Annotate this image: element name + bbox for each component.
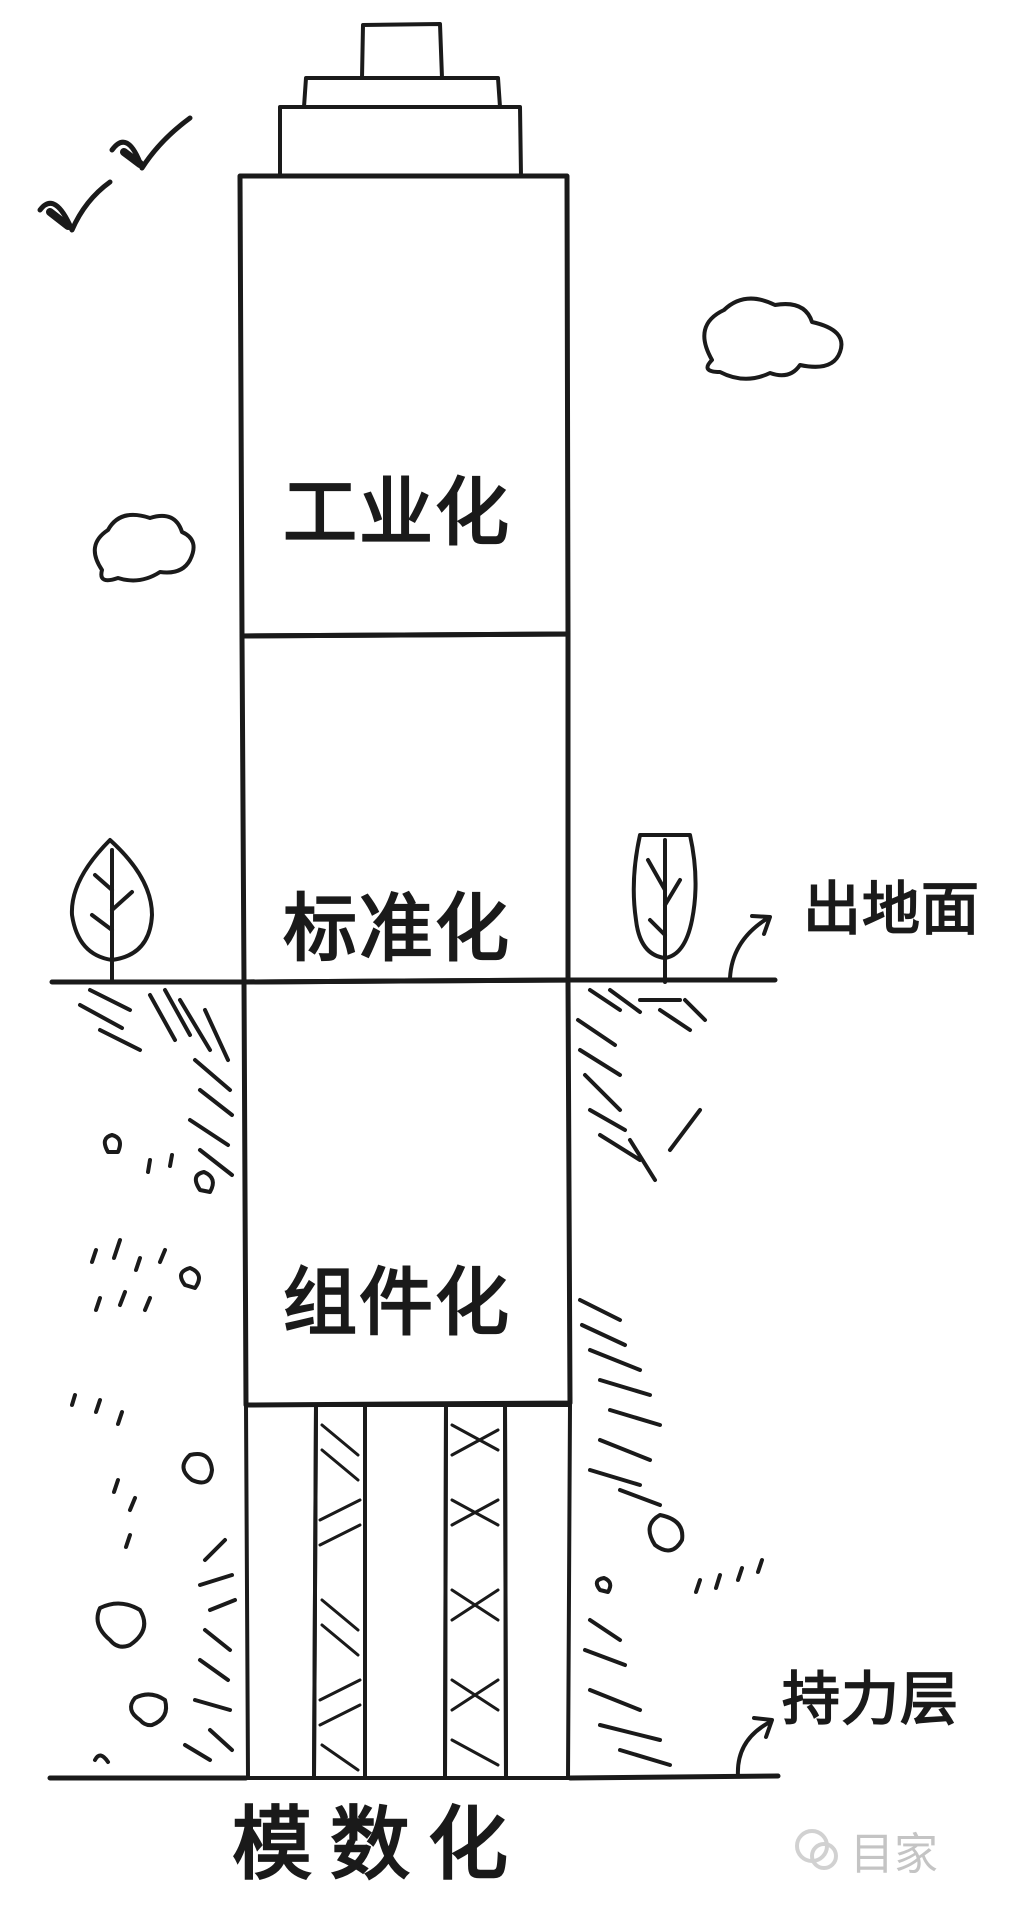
floor-top-label: 工业化 bbox=[283, 470, 511, 556]
bearing-layer-label: 持力层 bbox=[782, 1665, 960, 1733]
wechat-logo-icon bbox=[795, 1829, 838, 1870]
soil-hatching-right bbox=[576, 988, 764, 1767]
foundation-piles bbox=[244, 1403, 572, 1780]
soil-hatching-left bbox=[70, 988, 237, 1764]
ground-label: 出地面 bbox=[803, 875, 981, 943]
base-label: 模数化 bbox=[232, 1797, 526, 1891]
pile-hatched bbox=[312, 1403, 367, 1780]
bird-icon bbox=[37, 179, 113, 233]
floor-middle-label: 标准化 bbox=[283, 886, 511, 972]
bird-icons bbox=[37, 115, 193, 233]
cloud-icon bbox=[92, 513, 196, 583]
ground-line bbox=[49, 977, 778, 985]
bird-icon bbox=[109, 115, 193, 171]
tree-icon bbox=[631, 833, 698, 984]
bearing-arrow-icon bbox=[735, 1716, 774, 1778]
tree-icon bbox=[69, 838, 154, 984]
watermark-text: 目家 bbox=[850, 1829, 938, 1880]
cloud-icon bbox=[702, 296, 844, 381]
ground-arrow-icon bbox=[728, 914, 772, 980]
pile bbox=[363, 1403, 448, 1780]
floor-bottom-label: 组件化 bbox=[283, 1260, 511, 1346]
floor-top-box bbox=[237, 173, 571, 639]
tower bbox=[237, 173, 573, 1408]
bearing-line bbox=[47, 1773, 781, 1781]
pile bbox=[503, 1403, 572, 1780]
pile bbox=[244, 1403, 318, 1780]
spire bbox=[278, 22, 523, 178]
watermark: 目家 bbox=[792, 1818, 938, 1882]
